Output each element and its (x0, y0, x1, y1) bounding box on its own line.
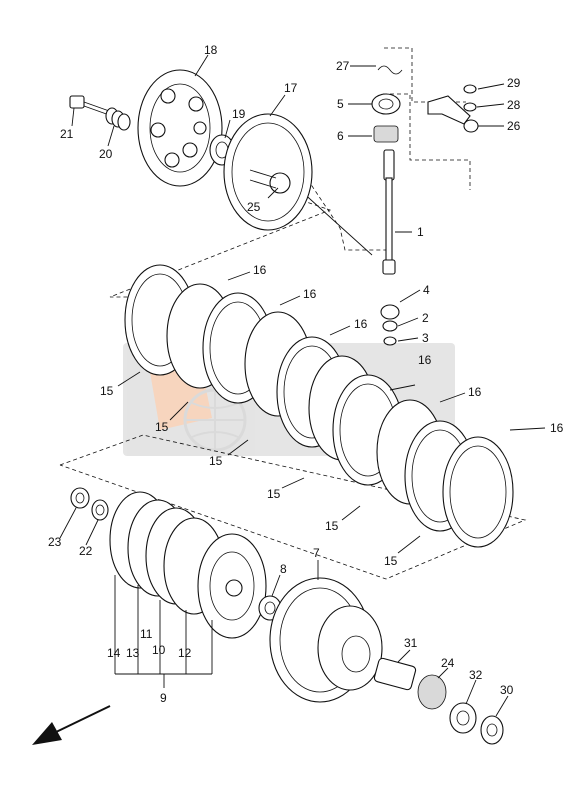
callout-16e: 16 (468, 385, 482, 399)
callout-16a: 16 (253, 263, 267, 277)
callout-27: 27 (336, 59, 350, 73)
bearing-5 (371, 93, 401, 115)
callout-17: 17 (284, 81, 298, 95)
needle-bearing-6 (373, 125, 399, 143)
callout-28: 28 (507, 98, 521, 112)
callout-29: 29 (507, 76, 521, 90)
callout-24: 24 (441, 656, 455, 670)
spring-27 (377, 65, 403, 75)
callout-15e: 15 (325, 519, 339, 533)
callout-4: 4 (423, 283, 430, 297)
callout-5: 5 (337, 97, 344, 111)
clutch-housing-7 (269, 577, 383, 703)
callout-15b: 15 (155, 420, 169, 434)
callout-15c: 15 (209, 454, 223, 468)
front-direction-arrow-icon (32, 705, 111, 745)
callout-20: 20 (99, 147, 113, 161)
callout-14: 14 (107, 646, 121, 660)
nut-23 (70, 487, 90, 509)
washer-30 (480, 715, 504, 745)
callout-31: 31 (404, 636, 418, 650)
callout-19: 19 (232, 107, 246, 121)
callout-22: 22 (79, 544, 93, 558)
clutch-plate-stack (124, 264, 514, 548)
pressure-plate-18 (137, 69, 223, 187)
callout-8: 8 (280, 562, 287, 576)
callout-16b: 16 (303, 287, 317, 301)
gear-32 (449, 702, 477, 734)
clutch-boss-assembly (109, 491, 267, 639)
callout-15a: 15 (100, 384, 114, 398)
callout-18: 18 (204, 43, 218, 57)
callout-9: 9 (160, 691, 167, 705)
callout-6: 6 (337, 129, 344, 143)
circlip-29 (463, 84, 477, 94)
leader-lines (59, 54, 546, 717)
callout-15f: 15 (384, 554, 398, 568)
callout-16d: 16 (418, 353, 432, 367)
callout-11: 11 (140, 627, 153, 641)
needle-bearing-24 (417, 674, 447, 710)
callout-13: 13 (126, 646, 140, 660)
push-rod-21 (69, 95, 113, 117)
lever-26 (427, 95, 479, 133)
washer-28 (463, 102, 477, 112)
callout-15d: 15 (267, 487, 281, 501)
callout-23: 23 (48, 535, 62, 549)
callout-21: 21 (60, 127, 74, 141)
callout-30: 30 (500, 683, 514, 697)
nut-4 (380, 304, 400, 320)
callout-16f: 16 (550, 421, 564, 435)
push-rod-1 (382, 149, 396, 275)
callout-32: 32 (469, 668, 483, 682)
washer-22 (91, 499, 109, 521)
callout-2: 2 (422, 311, 429, 325)
callout-26: 26 (507, 119, 521, 133)
spring-20 (105, 107, 131, 131)
callout-16c: 16 (354, 317, 368, 331)
callout-7: 7 (313, 546, 320, 560)
washer-3 (383, 336, 397, 346)
callout-1: 1 (417, 225, 424, 239)
spacer-31 (373, 657, 417, 691)
callout-10: 10 (152, 643, 166, 657)
callout-25: 25 (247, 200, 261, 214)
friction-plate-17 (223, 113, 313, 231)
callout-3: 3 (422, 331, 429, 345)
bolt-25 (249, 169, 291, 194)
callout-labels: 1 2 3 4 5 6 7 8 9 10 11 12 13 14 15 15 1… (48, 43, 564, 705)
callout-12: 12 (178, 646, 192, 660)
washer-2 (382, 320, 398, 332)
